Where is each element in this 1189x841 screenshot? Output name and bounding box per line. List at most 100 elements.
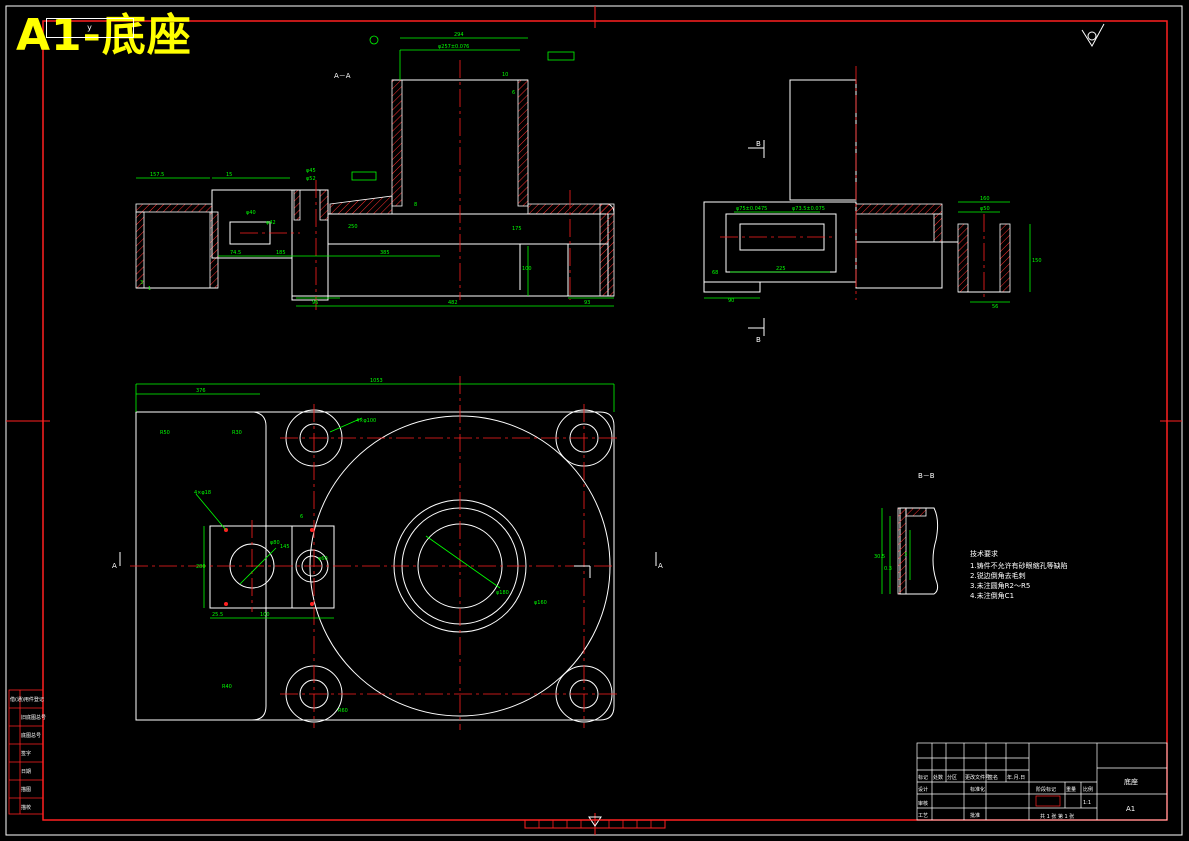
dim-4x-phi18: 4×φ18 — [194, 490, 211, 496]
dim-25-5: 25.5 — [212, 612, 223, 618]
dim-phi257: φ257±0.076 — [438, 44, 469, 50]
title-stamp-box: y — [46, 18, 134, 38]
tb-weight: 重量 — [1066, 786, 1076, 793]
dim-385: 385 — [380, 250, 390, 256]
tb-approve: 批准 — [970, 812, 980, 819]
tb-part-name: 底座 — [1124, 777, 1138, 786]
bottom-scale-ticks — [538, 820, 652, 828]
dim-phi52: φ52 — [306, 176, 316, 182]
dim-bb-0-3: 0.3 — [884, 566, 892, 572]
strip-label-1: 旧底图总号 — [21, 714, 46, 721]
dim-225: 225 — [776, 266, 786, 272]
dim-phi180: φ180 — [496, 590, 509, 596]
outer-border — [5, 5, 1183, 836]
dim-phi42: φ42 — [266, 220, 276, 226]
dim-294: 294 — [454, 32, 464, 38]
strip-label-3: 签字 — [21, 750, 31, 757]
tb-header-5: 年.月.日 — [1007, 774, 1025, 781]
tb-row-design: 设计 — [918, 786, 928, 793]
drawing-title-text: A1-底座 — [16, 10, 192, 61]
tech-note-2: 2.锐边倒角去毛刺 — [970, 571, 1026, 580]
dim-93: 93 — [584, 300, 590, 306]
dim-175: 175 — [512, 226, 522, 232]
dim-145: 145 — [280, 544, 290, 550]
tb-sheet-info: 共 1 张 第 1 张 — [1040, 813, 1074, 820]
dim-r50: R50 — [160, 430, 170, 436]
dim-90: 90 — [728, 298, 734, 304]
dim-15: 15 — [226, 172, 232, 178]
side-view: B B φ75±0.0475 φ73.5±0.075 225 68 90 150… — [703, 66, 1042, 344]
title-block — [916, 742, 1168, 821]
dim-phi80: φ80 — [270, 540, 280, 546]
section-aa-label: A－A — [334, 72, 351, 80]
section-aa-view: A－A — [135, 32, 615, 310]
section-bb-view: B－B 30.5 0.3 3 — [874, 472, 939, 595]
section-bb-label: B－B — [918, 472, 935, 480]
dim-10: 10 — [502, 72, 508, 78]
plan-view: A A 1053 376 R50 R30 4×φ100 4×φ18 φ80 φ6… — [112, 376, 663, 730]
technical-notes: 技术要求 1.铸件不允许有砂眼缩孔等缺陷 2.锐边倒角去毛刺 3.未注圆角R2～… — [970, 549, 1068, 600]
dim-phi40: φ40 — [246, 210, 256, 216]
cut-label-a-left: A — [112, 562, 117, 570]
dim-phi160: φ160 — [534, 600, 547, 606]
tech-notes-heading: 技术要求 — [970, 549, 998, 558]
tb-header-3: 更改文件号 — [965, 774, 990, 781]
dim-phi75: φ75±0.0475 — [736, 206, 767, 212]
dim-bb-30-5: 30.5 — [874, 554, 885, 560]
tb-scale: 1:1 — [1083, 800, 1091, 806]
tb-header-0: 标记 — [918, 774, 928, 781]
strip-label-5: 描图 — [21, 786, 31, 793]
roughness-circle — [1087, 31, 1097, 41]
inner-border — [42, 20, 1168, 821]
tb-header-2: 分区 — [947, 774, 957, 781]
dim-1053: 1053 — [370, 378, 383, 384]
cut-label-b-bottom: B — [756, 336, 761, 344]
tech-note-1: 1.铸件不允许有砂眼缩孔等缺陷 — [970, 561, 1068, 570]
cut-label-a-right: A — [658, 562, 663, 570]
tb-row-review: 审核 — [918, 800, 928, 807]
dim-68: 68 — [712, 270, 718, 276]
orientation-triangle — [588, 816, 602, 827]
tb-sheet-size: A1 — [1126, 805, 1135, 813]
title-block-text: 标记 处数 分区 更改文件号 签名 年.月.日 设计 审核 工艺 标准化 批准 … — [918, 774, 1138, 820]
dim-100: 100 — [522, 266, 532, 272]
dim-r30: R30 — [232, 430, 242, 436]
dim-482: 482 — [448, 300, 458, 306]
dim-56: 56 — [992, 304, 998, 310]
dim-r40: R40 — [222, 684, 232, 690]
dim-96: 96 — [312, 300, 318, 306]
dim-phi50: φ50 — [980, 206, 990, 212]
dim-4x-phi100: 4×φ100 — [356, 418, 376, 424]
dim-phi60: φ60 — [318, 556, 328, 562]
dim-280: 280 — [196, 564, 206, 570]
dim-6: 6 — [512, 90, 515, 96]
strip-label-4: 日期 — [21, 769, 31, 775]
strip-label-2: 底图总号 — [21, 732, 41, 739]
tb-row-process: 工艺 — [918, 813, 928, 819]
strip-label-6: 描校 — [21, 804, 31, 811]
tb-header-4: 签名 — [988, 774, 998, 781]
dim-150: 150 — [1032, 258, 1042, 264]
dim-160: 160 — [980, 196, 990, 202]
tb-scale-label: 比例 — [1083, 786, 1093, 793]
drawing-title: A1-底座 y — [16, 14, 192, 58]
dim-phi45: φ45 — [306, 168, 316, 174]
dim-phi73-5: φ73.5±0.075 — [792, 206, 825, 212]
dim-r60: R60 — [338, 708, 348, 714]
tb-stage: 阶段标记 — [1036, 786, 1056, 793]
strip-label-0: 借(通)用件登记 — [10, 696, 44, 703]
cut-label-b-top: B — [756, 140, 761, 148]
dim-bb-3: 3 — [904, 552, 907, 558]
tech-note-3: 3.未注圆角R2～R5 — [970, 581, 1030, 590]
dim-185: 185 — [276, 250, 286, 256]
tb-std: 标准化 — [970, 786, 985, 793]
dim-plan-6: 6 — [300, 514, 303, 520]
dim-250: 250 — [348, 224, 358, 230]
tb-header-1: 处数 — [933, 774, 943, 781]
dim-3: 3 — [140, 280, 143, 286]
dim-plan-100: 100 — [260, 612, 270, 618]
tech-note-4: 4.未注倒角C1 — [970, 591, 1014, 600]
dim-8: 8 — [414, 202, 417, 208]
dim-74-5: 74.5 — [230, 250, 241, 256]
